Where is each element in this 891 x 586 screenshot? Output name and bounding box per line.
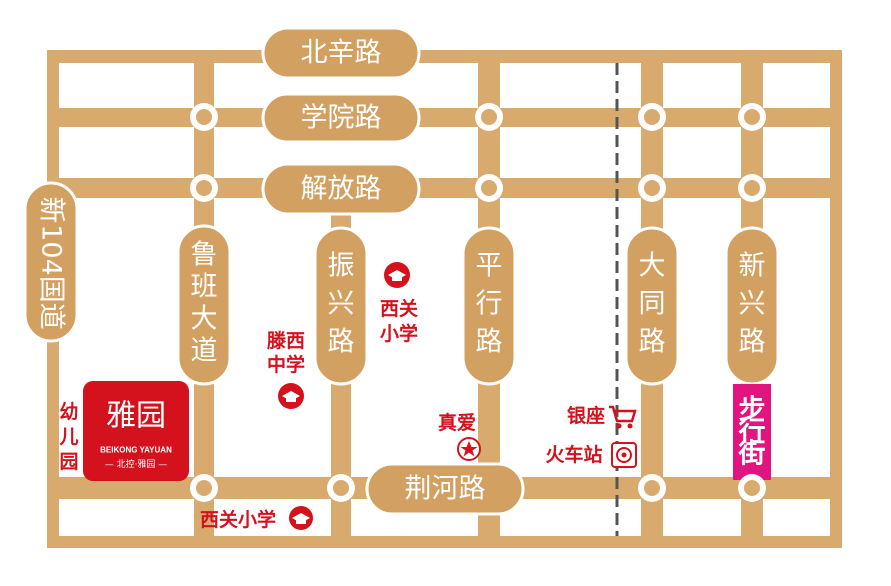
svg-text:同: 同 bbox=[639, 289, 666, 320]
train-icon bbox=[611, 442, 637, 468]
svg-text:儿: 儿 bbox=[58, 426, 78, 448]
svg-text:步: 步 bbox=[739, 395, 766, 426]
road-label-pingxing: 平 行 路 bbox=[461, 226, 517, 386]
junction-icon bbox=[190, 174, 218, 202]
road-label-beixin: 北辛路 bbox=[261, 26, 421, 80]
road-label-xueyuan: 学院路 bbox=[261, 92, 421, 144]
svg-text:路: 路 bbox=[739, 327, 766, 358]
poi-zhenai: 真爱 bbox=[438, 411, 481, 461]
svg-text:振: 振 bbox=[328, 251, 355, 282]
road-label-zhenxing: 振 兴 路 bbox=[313, 226, 369, 386]
svg-text:路: 路 bbox=[476, 327, 503, 358]
road-label-jinghe: 荆河路 bbox=[365, 462, 525, 516]
svg-text:大: 大 bbox=[191, 304, 218, 335]
svg-text:荆河路: 荆河路 bbox=[405, 474, 486, 505]
svg-text:街: 街 bbox=[738, 439, 766, 470]
junction-icon bbox=[475, 103, 503, 131]
svg-text:大: 大 bbox=[639, 251, 666, 282]
junction-icon bbox=[738, 474, 766, 502]
school-icon bbox=[384, 262, 410, 288]
poi-xiguan-primary-top: 西关 小学 bbox=[380, 262, 418, 345]
svg-text:园: 园 bbox=[59, 451, 78, 473]
svg-text:解放路: 解放路 bbox=[301, 174, 382, 205]
poi-train-station: 火车站 bbox=[545, 442, 637, 468]
location-dot bbox=[87, 465, 93, 471]
svg-text:新: 新 bbox=[36, 197, 67, 224]
poi-yinzuo: 银座 bbox=[567, 404, 637, 429]
svg-text:路: 路 bbox=[328, 327, 355, 358]
poi-tengxi-middle: 滕西 中学 bbox=[267, 329, 305, 409]
junctions bbox=[190, 103, 766, 502]
svg-text:真爱: 真爱 bbox=[438, 411, 476, 434]
junction-icon bbox=[638, 474, 666, 502]
junction-icon bbox=[475, 174, 503, 202]
svg-text:小学: 小学 bbox=[380, 322, 418, 345]
svg-text:滕西: 滕西 bbox=[267, 329, 305, 352]
shopping-cart-icon bbox=[609, 405, 637, 429]
star-icon bbox=[457, 437, 481, 461]
svg-text:幼: 幼 bbox=[59, 400, 78, 423]
svg-text:银座: 银座 bbox=[567, 404, 605, 427]
logo-subline: — 北控·雅园 — bbox=[105, 458, 168, 470]
road-label-xin104: 新 104国道 bbox=[23, 181, 79, 343]
junction-icon bbox=[638, 174, 666, 202]
logo-name: 雅园 bbox=[106, 399, 166, 434]
project-logo: 雅园 BEIKONG YAYUAN — 北控·雅园 — bbox=[83, 381, 189, 481]
svg-text:中学: 中学 bbox=[267, 353, 305, 376]
junction-icon bbox=[638, 103, 666, 131]
school-icon bbox=[278, 383, 304, 409]
road-label-datong: 大 同 路 bbox=[624, 226, 680, 386]
svg-text:班: 班 bbox=[191, 272, 218, 303]
road-label-xinxing: 新 兴 路 bbox=[724, 226, 780, 386]
junction-icon bbox=[190, 103, 218, 131]
svg-text:新: 新 bbox=[739, 251, 766, 282]
svg-text:路: 路 bbox=[639, 327, 666, 358]
poi-kindergarten: 幼 儿 园 bbox=[58, 400, 78, 473]
pedestrian-street: 步 行 街 bbox=[733, 384, 771, 480]
poi-xiguan-primary-bottom: 西关小学 bbox=[200, 506, 313, 531]
svg-text:火车站: 火车站 bbox=[545, 443, 602, 466]
svg-text:西关: 西关 bbox=[380, 297, 418, 320]
junction-icon bbox=[327, 474, 355, 502]
svg-text:西关小学: 西关小学 bbox=[200, 508, 276, 531]
svg-text:兴: 兴 bbox=[328, 289, 355, 320]
junction-icon bbox=[738, 103, 766, 131]
svg-text:兴: 兴 bbox=[739, 289, 766, 320]
logo-english: BEIKONG YAYUAN bbox=[100, 446, 172, 455]
road-label-luban: 鲁 班 大 道 bbox=[176, 224, 232, 386]
svg-text:学院路: 学院路 bbox=[301, 103, 382, 134]
svg-text:行: 行 bbox=[476, 289, 503, 320]
svg-text:104国道: 104国道 bbox=[36, 224, 67, 330]
svg-text:北辛路: 北辛路 bbox=[301, 38, 382, 69]
svg-text:鲁: 鲁 bbox=[191, 240, 218, 271]
school-icon bbox=[289, 506, 313, 530]
svg-text:道: 道 bbox=[191, 336, 218, 367]
road-label-jiefang: 解放路 bbox=[261, 162, 421, 216]
junction-icon bbox=[738, 174, 766, 202]
svg-text:行: 行 bbox=[738, 416, 766, 448]
svg-text:平: 平 bbox=[476, 251, 503, 282]
junction-icon bbox=[190, 474, 218, 502]
